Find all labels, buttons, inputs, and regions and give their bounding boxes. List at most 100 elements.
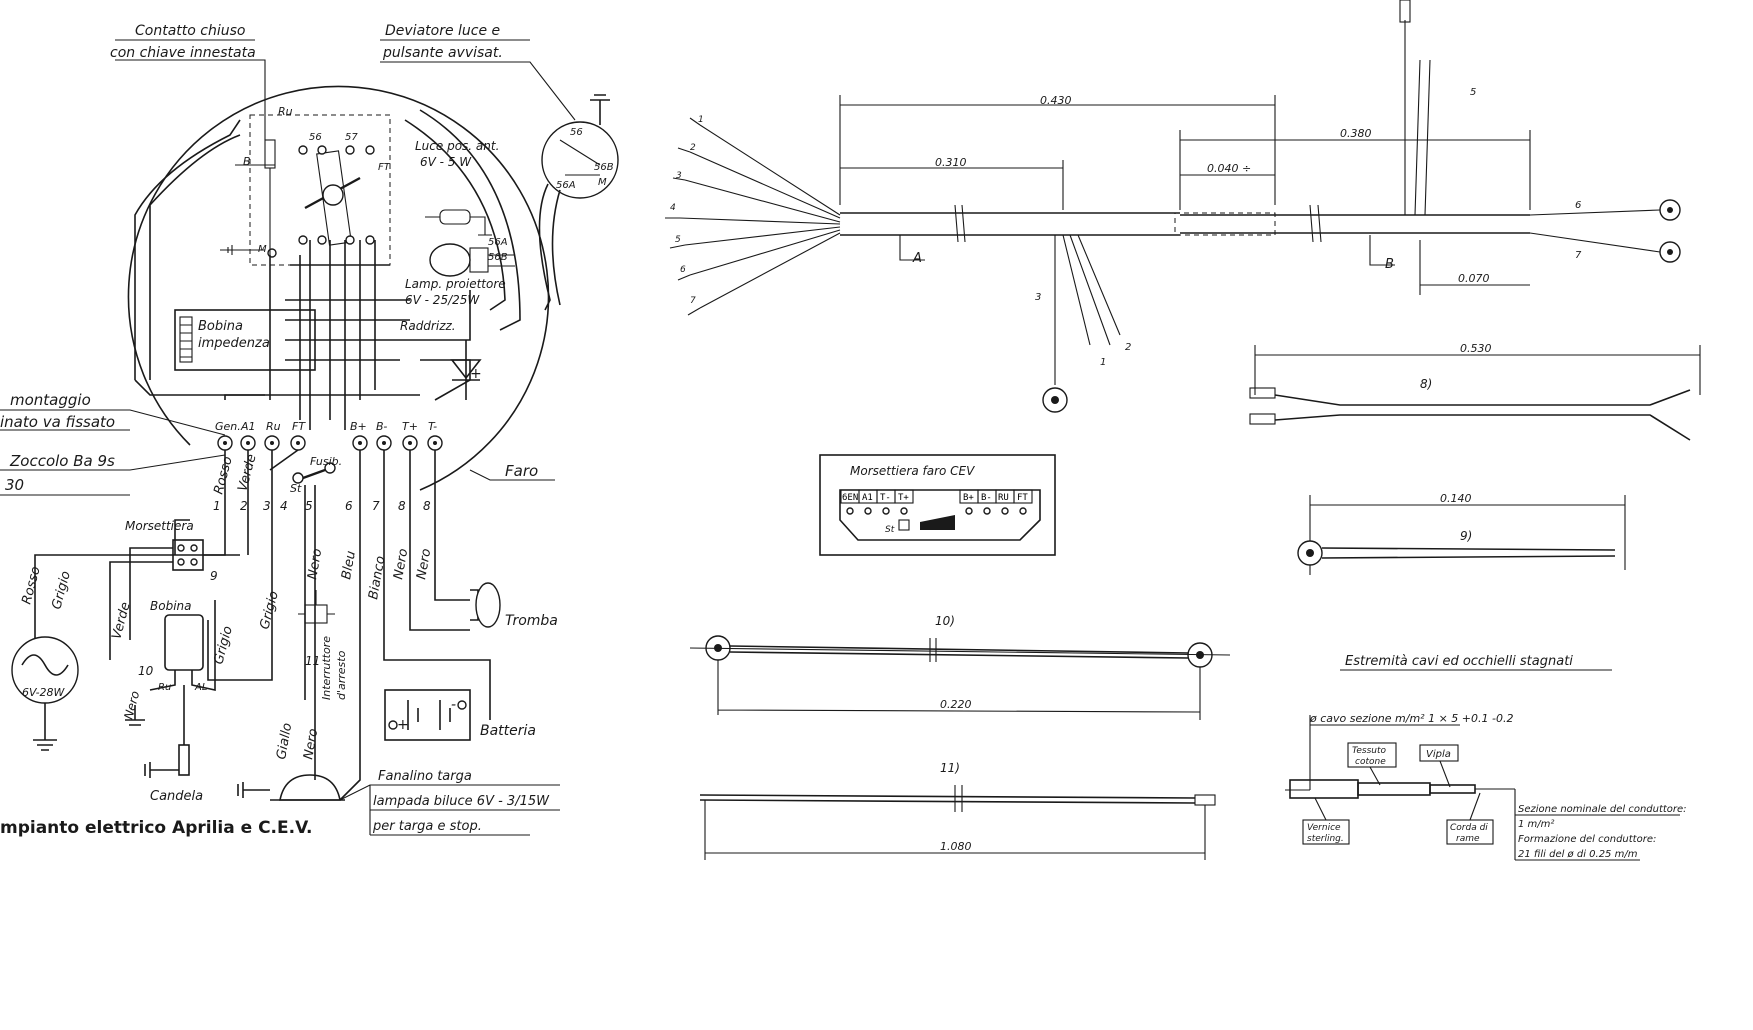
terminal-ft: FT	[292, 420, 306, 433]
cev-st-label: St	[885, 525, 895, 535]
branch-label-5: 5	[1470, 87, 1476, 98]
callout-zoccolo-2: 30	[5, 476, 24, 494]
vernice-2: sterling.	[1307, 834, 1344, 844]
spark-plug	[178, 744, 190, 776]
cable-11: 11) 1.080	[699, 761, 1216, 860]
cable-section-label: ø cavo sezione m/m² 1 × 5 +0.1 -0.2	[1309, 712, 1513, 725]
dev-56b: 56B	[594, 162, 614, 173]
terminal-tminus: T-	[428, 420, 437, 433]
morsettiera-label: Morsettiera	[125, 519, 194, 533]
stop-switch	[304, 604, 328, 624]
bobina-impedenza-2: impedenza	[198, 336, 270, 351]
corda-1: Corda di	[1450, 823, 1488, 833]
ft-label: FT	[378, 162, 391, 173]
headlamp-bulb	[429, 243, 471, 277]
headlamp-outline	[127, 85, 550, 491]
al-bobina: AL	[194, 682, 207, 693]
dim-0310: 0.310	[935, 156, 967, 169]
callout-deviatore-1: Deviatore luce e	[385, 23, 500, 39]
interruttore-2: d'arresto	[335, 650, 348, 700]
tessuto-box	[1347, 742, 1397, 768]
color-nero-5: Nero	[301, 727, 321, 760]
dim-0140: 0.140	[1440, 492, 1472, 505]
color-bianco: Bianco	[366, 555, 388, 601]
wire-num-8b: 8	[423, 499, 431, 513]
b-label: B	[243, 155, 251, 168]
color-bleu: Bleu	[339, 550, 359, 581]
tail-lamp	[279, 774, 341, 801]
nominale-2: 1 m/m²	[1518, 819, 1554, 830]
callout-montaggio-1: montaggio	[10, 391, 91, 409]
cev-terminal-a1: A1	[862, 493, 873, 503]
terminal-bplus: B+	[350, 420, 367, 433]
bobina-label: Bobina	[150, 599, 191, 613]
branch-label-6: 6	[1575, 200, 1581, 211]
cable-outer	[1289, 779, 1359, 799]
branch-label-2: 2	[1125, 342, 1131, 353]
fuse-symbol	[302, 468, 326, 480]
dim-0220: 0.220	[940, 698, 972, 711]
impedance-coil-box	[174, 309, 316, 371]
cev-terminal-ru: RU	[998, 493, 1009, 503]
callout-contatto-1: Contatto chiuso	[135, 23, 245, 39]
lamp-proiettore-1: Lamp. proiettore	[405, 277, 506, 291]
luce-pos-2: 6V - 5 W	[420, 155, 472, 169]
color-verde-1: Verde	[235, 453, 259, 493]
wire-label-7: 7	[690, 296, 696, 306]
dim-1080: 1.080	[940, 840, 972, 853]
color-grigio-1: Grigio	[49, 570, 74, 611]
cev-terminal-6en: 6EN	[842, 493, 858, 503]
wire-label-2: 2	[690, 143, 696, 153]
cable-detail-title: Estremità cavi ed occhielli stagnati	[1345, 654, 1573, 669]
cable-label-8: 8)	[1420, 377, 1432, 391]
wire-num-7: 7	[372, 499, 380, 513]
cev-terminal-tplus: T+	[898, 493, 909, 503]
cable-inner	[1429, 784, 1476, 794]
cev-terminal-bminus: B-	[981, 493, 992, 503]
color-rosso-1: Rosso	[211, 455, 235, 496]
dev-56: 56	[570, 127, 583, 138]
harness-sleeve	[1174, 212, 1276, 236]
fanalino-2: lampada biluce 6V - 3/15W	[373, 794, 550, 809]
wire-num-8a: 8	[398, 499, 406, 513]
dev-m: M	[598, 177, 607, 188]
label-B: B	[1385, 257, 1394, 272]
wire-label-6: 6	[680, 265, 686, 275]
cev-terminal-ft: FT	[1017, 493, 1028, 503]
right-loop	[404, 109, 521, 331]
coil-symbol	[179, 316, 193, 363]
switch-pivot	[322, 184, 344, 206]
diagram-caption: mpianto elettrico Aprilia e C.E.V.	[0, 818, 313, 838]
vipla-box	[1419, 744, 1459, 762]
callout-montaggio-2: inato va fissato	[0, 413, 115, 431]
dim-0380: 0.380	[1340, 127, 1372, 140]
corda-2: rame	[1456, 834, 1480, 844]
lamp-proiettore-2: 6V - 25/25W	[405, 293, 480, 307]
fanalino-3: per targa e stop.	[372, 819, 482, 834]
terminal-a1: A1	[240, 420, 256, 433]
wire-num-2: 2	[240, 499, 248, 513]
color-grigio-3: Grigio	[257, 590, 282, 631]
wire-label-3: 3	[676, 171, 682, 181]
dim-0430: 0.430	[1040, 94, 1072, 107]
color-giallo: Giallo	[274, 722, 295, 761]
callout-faro: Faro	[505, 462, 538, 480]
cable-8: 0.530 8)	[1249, 342, 1701, 441]
fusib-label: Fusib.	[310, 455, 342, 468]
cable-label-10: 10)	[935, 614, 955, 628]
vipla-label: Vipla	[1426, 749, 1451, 760]
wire-label-5: 5	[675, 235, 681, 245]
terminal-gen: Gen.	[215, 420, 241, 433]
interruttore-1: Interruttore	[320, 636, 333, 700]
ignition-contact	[264, 139, 276, 169]
ru-bobina: Ru	[158, 682, 171, 693]
cable-middle	[1357, 782, 1431, 796]
terminal-bminus: B-	[376, 420, 387, 433]
wire-num-10: 10	[138, 664, 154, 678]
vernice-1: Vernice	[1307, 823, 1341, 833]
main-harness: 0.430 0.310 0.040 ÷ 0.380 0.070 A B 1 2 …	[665, 0, 1681, 413]
n56b-label: 56B	[488, 252, 508, 263]
ru-top-label: Ru	[278, 105, 293, 118]
color-rosso-2: Rosso	[19, 565, 43, 606]
n56a-label: 56A	[488, 237, 508, 248]
